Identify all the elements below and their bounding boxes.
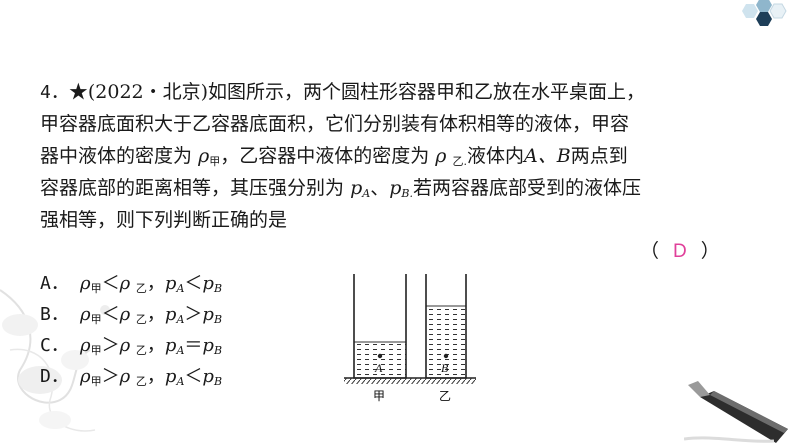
option-b[interactable]: B．ρ甲＜ρ 乙，pA＞pB xyxy=(40,304,223,326)
question-line-5: 强相等，则下列判断正确的是 xyxy=(40,209,288,231)
option-c[interactable]: C．ρ甲＞ρ 乙，pA＝pB xyxy=(40,335,223,357)
table-surface xyxy=(344,378,476,384)
question-line-3: 器中液体的密度为 ρ甲，乙容器中液体的密度为 ρ 乙.液体内A、B两点到 xyxy=(40,145,628,168)
question-line-1: 4．★(2022・北京)如图所示，两个圆柱形容器甲和乙放在水平桌面上， xyxy=(40,81,646,103)
question-text: 4．★(2022・北京)如图所示，两个圆柱形容器甲和乙放在水平桌面上， 甲容器底… xyxy=(40,76,760,236)
question-source: (2022・北京) xyxy=(87,81,209,103)
pen-decoration-icon xyxy=(684,381,788,443)
rho-symbol: ρ xyxy=(198,145,210,167)
liquid-jia xyxy=(354,342,406,378)
option-a[interactable]: A．ρ甲＜ρ 乙，pA＜pB xyxy=(40,273,223,295)
points-label: A、B xyxy=(524,145,571,167)
hexagon-decoration-icon xyxy=(742,0,787,26)
label-yi: 乙 xyxy=(439,389,451,403)
point-b-dot xyxy=(443,353,449,359)
containers-figure: A B 甲 乙 xyxy=(344,274,476,403)
answer-bracket: （D） xyxy=(640,240,720,262)
ink-flower-decoration-icon xyxy=(0,289,110,432)
answer-value: D xyxy=(673,241,687,262)
question-line-4: 容器底部的距离相等，其压强分别为 pA、pB.若两容器底部受到的液体压 xyxy=(40,177,641,200)
point-a-dot xyxy=(377,353,383,359)
option-d[interactable]: D．ρ甲＞ρ 乙，pA＜pB xyxy=(40,366,223,388)
label-jia: 甲 xyxy=(373,389,385,403)
options-list: A．ρ甲＜ρ 乙，pA＜pB B．ρ甲＜ρ 乙，pA＞pB C．ρ甲＞ρ 乙，p… xyxy=(40,268,222,392)
point-b-label: B xyxy=(441,361,449,375)
point-a-label: A xyxy=(374,361,383,375)
star-icon: ★ xyxy=(68,81,88,103)
liquid-yi xyxy=(426,306,466,378)
rho-symbol: ρ xyxy=(435,145,447,167)
question-number: 4． xyxy=(40,82,69,103)
question-line-2: 甲容器底面积大于乙容器底面积，它们分别装有体积相等的液体，甲容 xyxy=(40,113,630,135)
